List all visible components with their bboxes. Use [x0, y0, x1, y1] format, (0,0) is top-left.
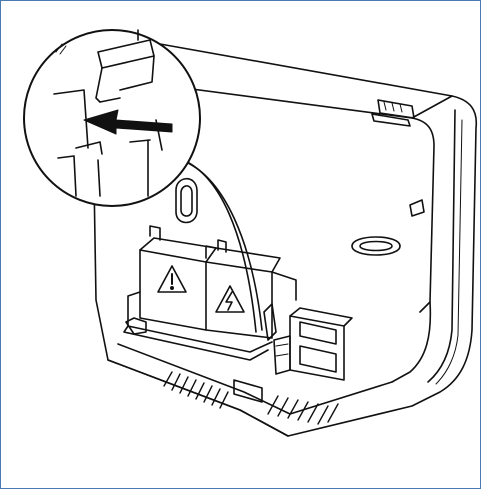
top-clip: [371, 99, 415, 127]
insert-arrow-icon: [83, 109, 173, 135]
mounting-slot-upper: [175, 177, 198, 224]
general-warning-icon: [157, 265, 187, 293]
side-tab: [409, 199, 425, 217]
vent-slots-right: [267, 395, 339, 425]
latch-block: [233, 379, 263, 403]
mounting-slot-right: [351, 236, 401, 256]
terminal-block: [123, 225, 297, 361]
vent-slots-left: [163, 371, 229, 409]
connector-module: [273, 307, 353, 381]
electrical-hazard-icon: [215, 285, 245, 313]
